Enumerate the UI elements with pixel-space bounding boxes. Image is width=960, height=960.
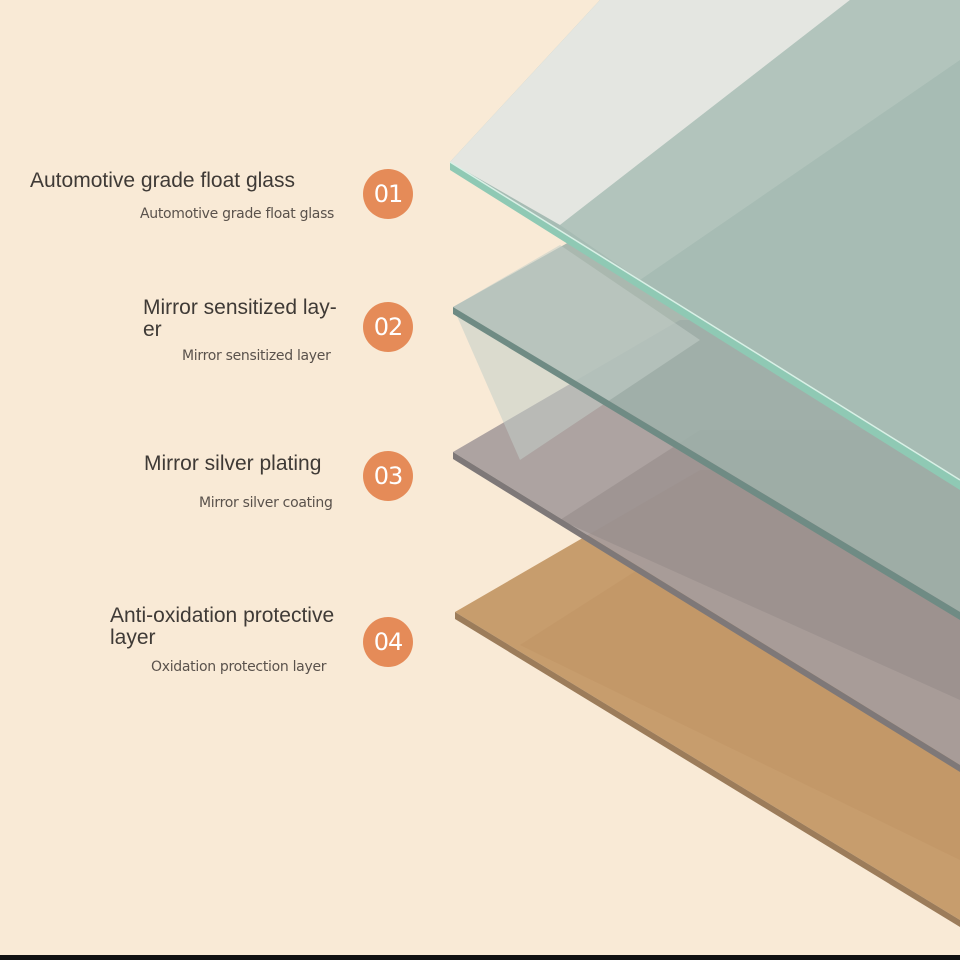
layer-03-badge: 03 bbox=[363, 451, 413, 501]
layer-04-subtitle: Oxidation protection layer bbox=[151, 659, 327, 675]
bottom-edge-bar bbox=[0, 955, 960, 960]
layer-04-badge: 04 bbox=[363, 617, 413, 667]
layer-01-badge: 01 bbox=[363, 169, 413, 219]
layer-03-subtitle: Mirror silver coating bbox=[199, 495, 333, 511]
layer-01-title: Automotive grade float glass bbox=[30, 169, 295, 192]
layer-02-badge: 02 bbox=[363, 302, 413, 352]
layer-03-title: Mirror silver plating bbox=[144, 452, 322, 475]
layer-02-subtitle: Mirror sensitized layer bbox=[182, 348, 331, 364]
layer-04-title: Anti-oxidation protective layer bbox=[110, 604, 335, 649]
layer-01-sheet bbox=[449, 0, 960, 490]
layer-01-subtitle: Automotive grade float glass bbox=[140, 206, 335, 222]
layer-02-title: Mirror sensitized lay- er bbox=[143, 296, 337, 341]
